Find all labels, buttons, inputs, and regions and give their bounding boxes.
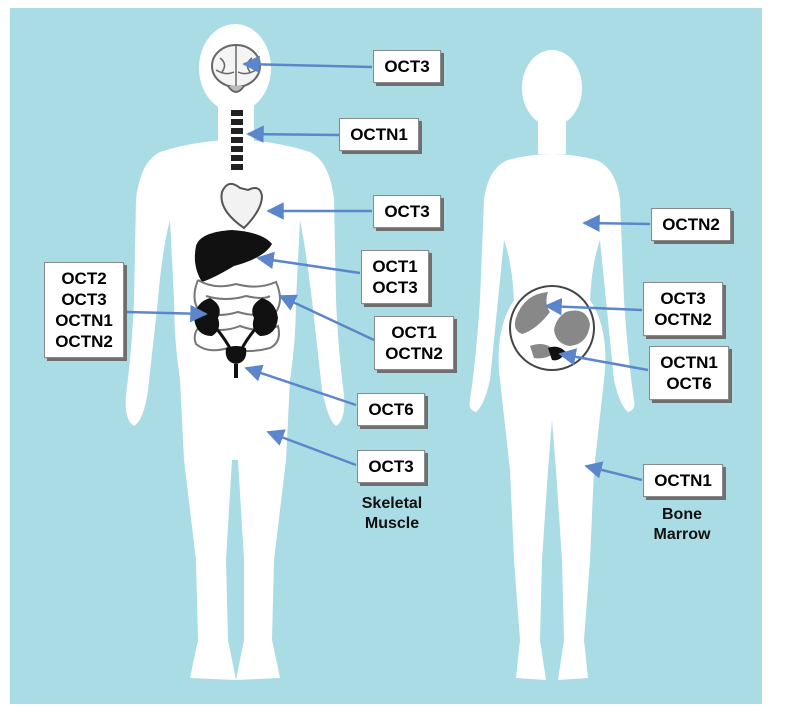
label-ovary-line1: OCT3: [660, 289, 706, 308]
label-intestine-line1: OCT1: [391, 323, 437, 342]
label-ovary-line2: OCTN2: [654, 310, 712, 329]
label-kidney-line1: OCT2: [61, 269, 107, 288]
label-liver-line1: OCT1: [372, 257, 418, 276]
label-ovary-inner: OCTN1 OCT6: [649, 346, 729, 400]
label-ovary-inner-line2: OCT6: [666, 374, 712, 393]
caption-skeletal-muscle-line1: Skeletal: [361, 495, 423, 512]
label-ovary-inner-line1: OCTN1: [660, 353, 718, 372]
label-liver-line2: OCT3: [372, 278, 418, 297]
brain-icon: [211, 44, 261, 93]
liver-icon: [194, 230, 272, 282]
label-brain: OCT3: [373, 50, 441, 83]
label-muscle: OCT3: [357, 450, 425, 483]
label-intestine-line2: OCTN2: [385, 344, 443, 363]
caption-bone-marrow-line1: Bone: [662, 506, 702, 523]
caption-bone-marrow: Bone Marrow: [640, 505, 724, 545]
kidney-right-icon: [252, 298, 278, 336]
caption-skeletal-muscle: Skeletal Muscle: [350, 494, 434, 534]
bladder-icon: [225, 346, 247, 378]
label-trachea: OCTN1: [339, 118, 419, 151]
label-uterus: OCTN2: [651, 208, 731, 241]
label-kidney-line4: OCTN2: [55, 332, 113, 351]
pointer-arrows: [125, 55, 651, 482]
heart-icon: [220, 182, 264, 230]
label-ovary: OCT3 OCTN2: [643, 282, 723, 336]
caption-skeletal-muscle-line2: Muscle: [364, 515, 420, 532]
caption-bone-marrow-line2: Marrow: [653, 526, 711, 543]
label-heart: OCT3: [373, 195, 441, 228]
label-kidney-line3: OCTN1: [55, 311, 113, 330]
female-body-silhouette: [469, 50, 635, 680]
label-kidney: OCT2 OCT3 OCTN1 OCTN2: [44, 262, 124, 358]
label-bladder: OCT6: [357, 393, 425, 426]
label-intestine: OCT1 OCTN2: [374, 316, 454, 370]
trachea-icon: [231, 110, 243, 170]
label-liver: OCT1 OCT3: [361, 250, 429, 304]
label-kidney-line2: OCT3: [61, 290, 107, 309]
label-bone-marrow: OCTN1: [643, 464, 723, 497]
